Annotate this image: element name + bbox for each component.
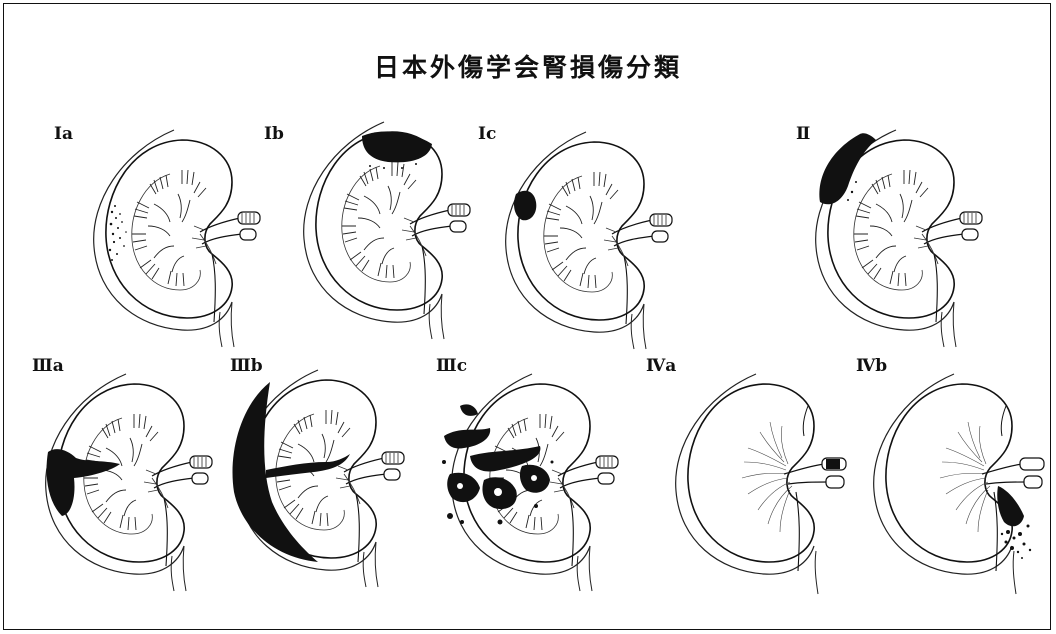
grade-4a-diagram [664, 366, 849, 586]
arterial-injury [826, 459, 840, 469]
grade-3b-diagram [226, 362, 411, 582]
grade-4b-diagram [862, 366, 1047, 586]
grade-1b-label: Ⅰb [264, 124, 284, 144]
classification-title: 日本外傷学会腎損傷分類 [4, 48, 1052, 84]
intraparenchymal-hematoma [514, 191, 536, 221]
grade-1b-diagram [292, 114, 477, 334]
grade-1a-diagram [82, 122, 267, 342]
grade-1c-diagram [494, 124, 679, 344]
grade-3c-diagram [440, 366, 625, 586]
grade-1a-label: Ⅰa [54, 124, 73, 144]
figure-frame: 日本外傷学会腎損傷分類 Ⅰa Ⅰb Ⅰc Ⅱ [3, 3, 1051, 630]
grade-2-diagram [804, 122, 989, 342]
grade-3a-diagram [34, 366, 219, 586]
